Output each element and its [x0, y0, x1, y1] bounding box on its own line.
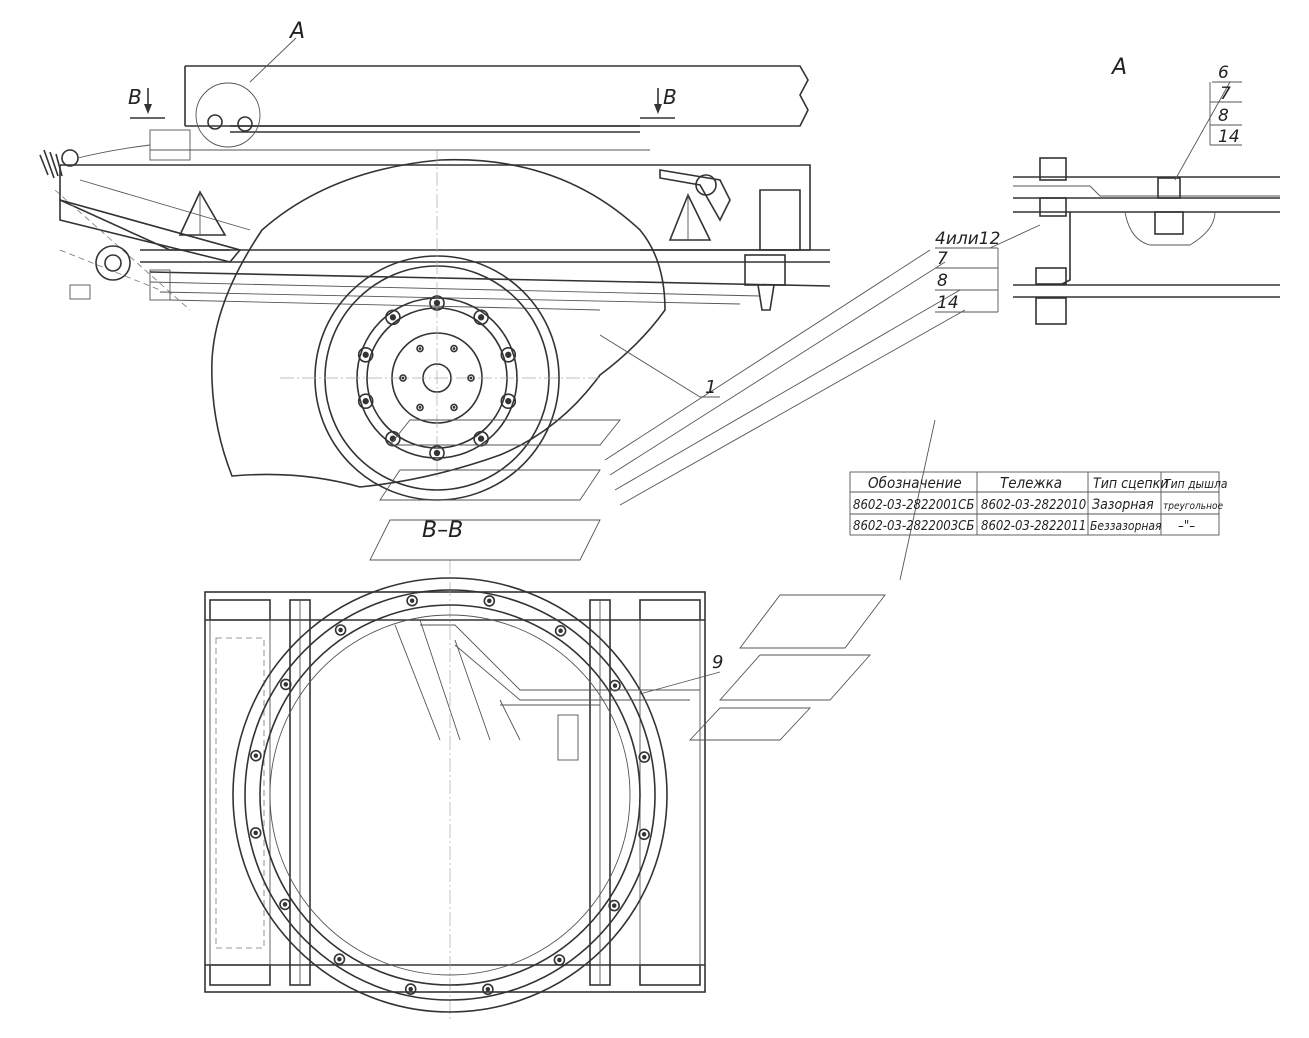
leader-lines — [130, 37, 1242, 741]
bolt-center — [409, 598, 415, 603]
bolt-center — [452, 406, 456, 409]
table-cell-r2-c1: 8602-03-2822003СБ — [853, 519, 974, 534]
table-cell-r2-c2: 8602-03-2822011 — [981, 519, 1086, 534]
spec-table: Обозначение Тележка Тип сцепки Тип дышла… — [849, 471, 1227, 536]
detail-view-a — [1013, 157, 1280, 325]
bolt-center — [485, 987, 491, 992]
bolt-center — [505, 351, 512, 358]
bolt-center — [433, 449, 441, 457]
bolt-center — [253, 830, 258, 836]
bolt-head — [404, 983, 417, 995]
bolt-head — [473, 309, 489, 326]
side-view — [39, 65, 831, 501]
bolt-head — [429, 295, 445, 311]
bolt-head — [609, 679, 621, 692]
bolt-center — [433, 299, 441, 307]
bolt-head — [333, 953, 346, 966]
bolt-center — [282, 902, 288, 907]
detail-callout-6: 6 — [1218, 63, 1229, 83]
bolt-center — [362, 351, 369, 358]
bolt-head — [482, 983, 494, 996]
table-header-coupling-type: Тип сцепки — [1093, 476, 1168, 492]
bolt-center — [337, 956, 342, 962]
bolt-center — [401, 376, 405, 380]
main-callout-8: 8 — [937, 271, 948, 291]
detail-callout-14: 14 — [1218, 127, 1240, 147]
bolt-center — [418, 406, 422, 409]
bolt-head — [334, 624, 347, 636]
bolt-center — [338, 627, 343, 633]
bolt-head — [608, 899, 621, 912]
bolt-center — [253, 753, 259, 758]
bolt-head — [450, 403, 458, 412]
bolt-head — [416, 403, 424, 412]
bolt-center — [389, 314, 397, 321]
bolt-head — [399, 374, 407, 382]
bolt-head — [500, 346, 517, 363]
bolt-center — [558, 628, 563, 634]
callout-9: 9 — [712, 652, 723, 673]
view-a-marker: A — [288, 19, 305, 44]
bolt-center — [408, 986, 413, 992]
bolt-center — [611, 903, 617, 908]
table-cell-r1-c3: Зазорная — [1092, 497, 1154, 513]
bolt-head — [553, 954, 566, 966]
table-cell-r2-c4: –"– — [1178, 519, 1195, 534]
table-cell-r1-c2: 8602-03-2822010 — [981, 498, 1086, 513]
bolt-head — [473, 430, 489, 447]
bolt-head — [467, 374, 475, 382]
bolt-head — [500, 393, 517, 410]
main-callout-7: 7 — [937, 249, 948, 269]
section-marker-right: В — [663, 85, 677, 109]
bolt-head — [554, 624, 567, 637]
section-title: В–В — [422, 518, 463, 543]
bolt-head — [483, 595, 496, 607]
bolt-center — [452, 347, 456, 350]
bolt-head — [429, 445, 445, 461]
bolt-head — [357, 346, 374, 363]
callout-1: 1 — [705, 377, 716, 398]
bolt-center — [469, 376, 473, 380]
bolt-head — [249, 827, 262, 839]
bolt-head — [416, 344, 424, 353]
bolt-center — [612, 683, 618, 688]
ring-bolt-pattern — [249, 594, 651, 996]
bolt-center — [487, 598, 492, 604]
bolt-head — [450, 344, 458, 353]
bolt-head — [357, 393, 374, 410]
table-header-designation: Обозначение — [868, 474, 962, 492]
bolt-center — [557, 957, 562, 963]
detail-callout-7: 7 — [1220, 84, 1231, 104]
bolt-head — [279, 898, 291, 911]
detail-a-title: A — [1110, 55, 1127, 80]
table-cell-r1-c4: треугольное — [1163, 501, 1223, 512]
bolt-head — [406, 594, 418, 607]
bolt-center — [642, 754, 647, 760]
main-callout-14: 14 — [937, 293, 959, 313]
bolt-center — [641, 832, 647, 837]
detail-callout-8: 8 — [1218, 106, 1229, 126]
bolt-head — [279, 678, 292, 691]
bolt-center — [362, 398, 369, 405]
bolt-center — [283, 682, 289, 687]
table-cell-r1-c1: 8602-03-2822001СБ — [853, 498, 974, 513]
bolt-center — [477, 314, 485, 321]
bolt-head — [385, 430, 401, 447]
bolt-head — [385, 309, 401, 326]
bolt-head — [638, 828, 650, 841]
main-callout-4-or-12: 4или12 — [935, 229, 1000, 249]
bolt-head — [250, 749, 262, 762]
bolt-head — [638, 751, 651, 763]
table-header-bogie: Тележка — [1000, 474, 1062, 492]
section-marker-left: В — [128, 85, 142, 109]
table-cell-r2-c3: Беззазорная — [1090, 519, 1162, 533]
table-header-drawbar-type: Тип дышла — [1164, 477, 1227, 491]
bolt-center — [505, 398, 512, 405]
hub-bolt-pattern — [357, 295, 517, 461]
section-view-bb — [204, 560, 706, 1020]
bolt-center — [418, 347, 422, 350]
bolt-center — [389, 435, 397, 442]
bolt-center — [477, 435, 485, 442]
